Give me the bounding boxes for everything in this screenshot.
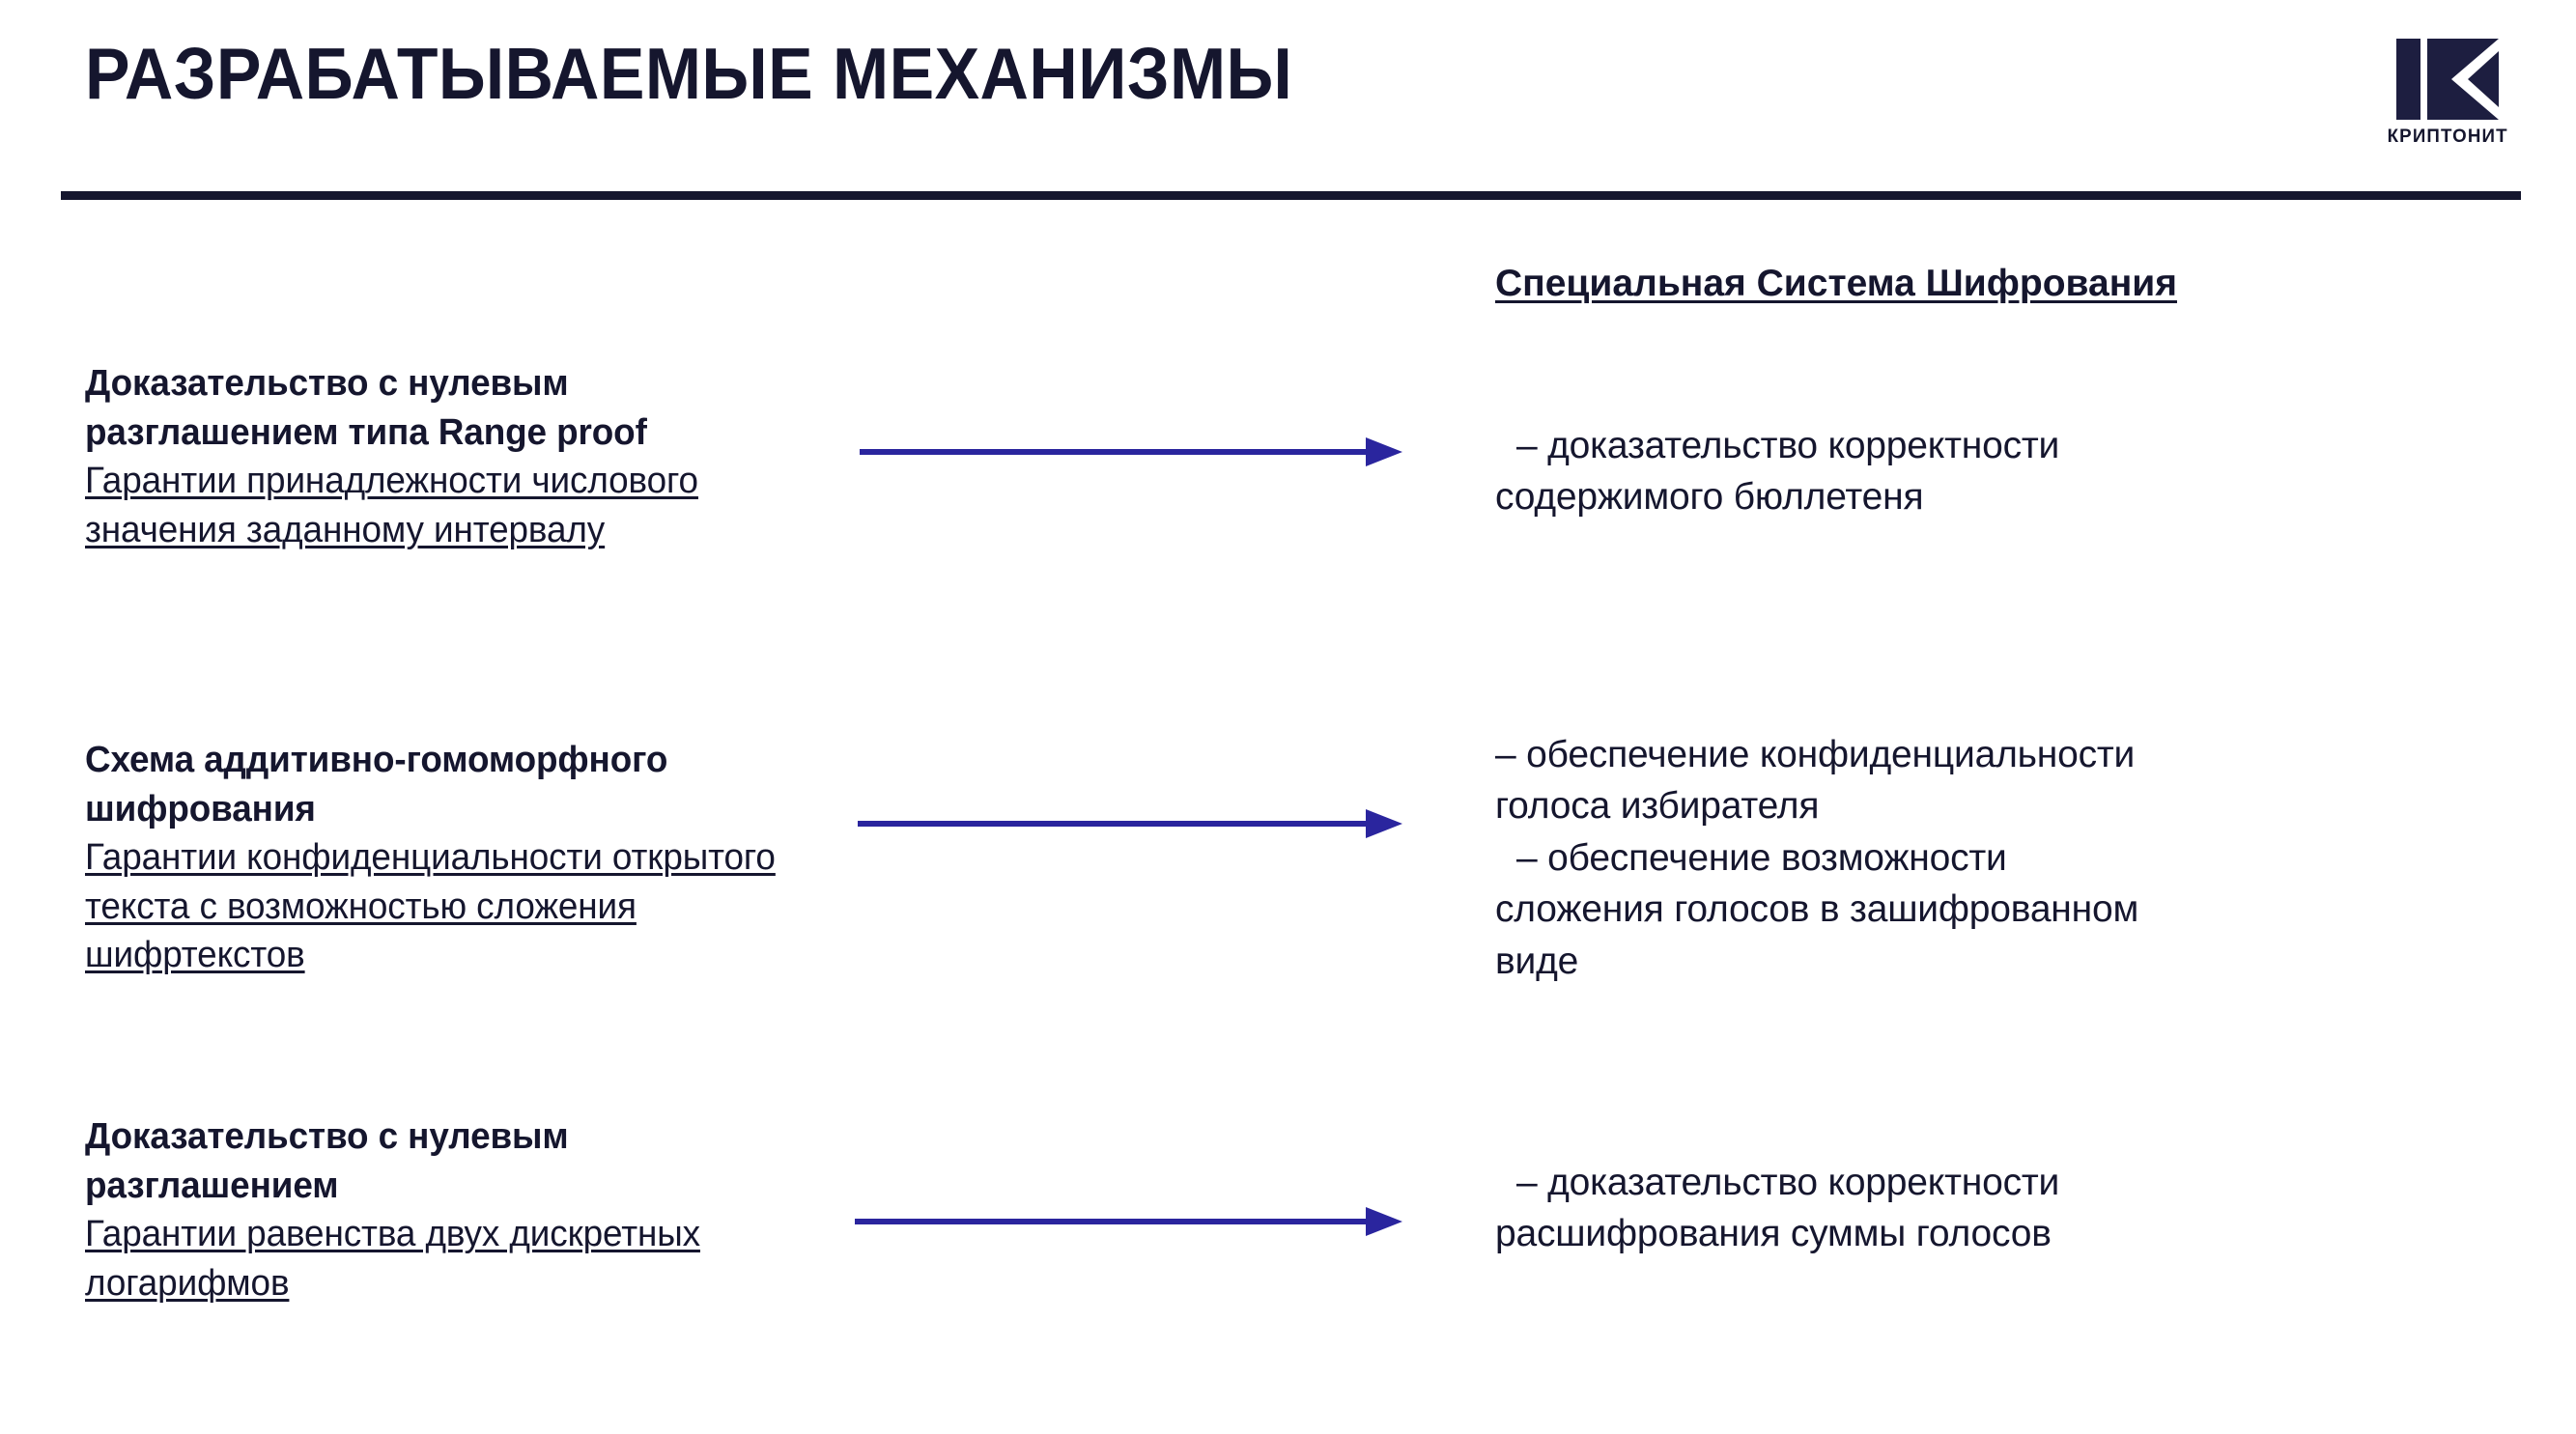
flow-arrow-2 [858,804,1402,843]
mechanism-block-3: Доказательство с нулевым разглашением Га… [85,1112,761,1307]
mechanism-title: Доказательство с нулевым разглашением ти… [85,363,647,453]
outcome-line: голоса избирателя [1495,785,1820,828]
logo-wordmark: КРИПТОНИТ [2387,126,2508,147]
outcome-block-1: – доказательство корректности содержимог… [1495,420,2490,523]
outcome-line: сложения голосов в зашифрованном [1495,888,2139,931]
flow-arrow-1 [860,433,1402,471]
mechanism-title: Доказательство с нулевым разглашением [85,1116,569,1206]
mechanism-subtitle: Гарантии равенства двух дискретных логар… [85,1214,700,1304]
outcome-line: содержимого бюллетеня [1495,476,1924,519]
flow-arrow-3 [855,1202,1402,1241]
outcome-block-3: – доказательство корректности расшифрова… [1495,1157,2490,1260]
outcome-line: – обеспечение конфиденциальности [1495,734,2136,775]
page-title: РАЗРАБАТЫВАЕМЫЕ МЕХАНИЗМЫ [85,33,1293,114]
mechanism-block-1: Доказательство с нулевым разглашением ти… [85,359,848,554]
outcome-line: виде [1495,940,1579,982]
mechanism-block-2: Схема аддитивно-гомоморфного шифрования … [85,736,848,980]
outcome-block-2: – обеспечение конфиденциальности голоса … [1495,729,2490,987]
outcome-line: – обеспечение возможности [1516,836,2007,879]
mechanism-subtitle: Гарантии принадлежности числового значен… [85,461,698,550]
header-divider [61,191,2521,200]
company-logo: КРИПТОНИТ [2374,39,2521,148]
mechanism-subtitle: Гарантии конфиденциальности открытого те… [85,837,776,976]
section-heading: Специальная Система Шифрования [1495,263,2177,304]
outcome-line: расшифрования суммы голосов [1495,1213,2052,1255]
outcome-line: – доказательство корректности [1516,1162,2060,1203]
outcome-line: – доказательство корректности [1516,425,2060,466]
mechanism-title: Схема аддитивно-гомоморфного шифрования [85,740,668,829]
kriptonit-k-mark-icon [2396,39,2499,120]
